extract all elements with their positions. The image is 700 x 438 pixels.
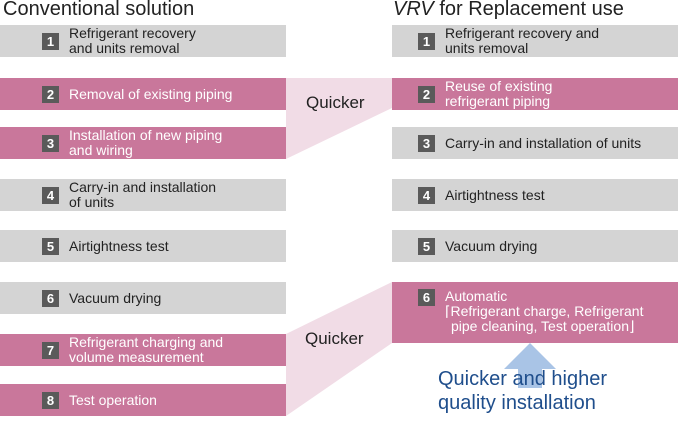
- heading-vrv: VRV: [393, 0, 434, 20]
- step-number-badge: 5: [418, 237, 435, 255]
- up-arrow-icon: [504, 343, 556, 388]
- step-number-badge: 4: [418, 186, 435, 204]
- step-label: Vacuum drying: [445, 237, 538, 254]
- step-number-badge: 3: [42, 134, 59, 152]
- left-step-2: 2 Removal of existing piping: [0, 78, 286, 110]
- left-step-5: 5 Airtightness test: [0, 230, 286, 262]
- left-step-6: 6 Vacuum drying: [0, 282, 286, 314]
- quicker-label-bottom: Quicker: [305, 329, 364, 348]
- step-number-badge: 6: [418, 289, 435, 306]
- step-label: Vacuum drying: [69, 289, 162, 306]
- step-number-badge: 2: [418, 85, 435, 103]
- bracket-open: ⌈: [445, 303, 451, 319]
- step-label: Carry-in and installation of units: [445, 134, 642, 151]
- step-number-badge: 4: [42, 186, 59, 204]
- step-number-badge: 5: [42, 237, 59, 255]
- step-number-badge: 7: [42, 341, 59, 359]
- quicker-funnel-bottom: [286, 282, 392, 416]
- quality-note-line1: Quicker and higher: [438, 368, 607, 390]
- step-number-badge: 6: [42, 289, 59, 307]
- quality-note-line2: quality installation: [438, 392, 596, 414]
- heading-vrv-rest: for Replacement use: [433, 0, 624, 20]
- step-label-line3: pipe cleaning, Test operation⌋: [451, 318, 635, 334]
- step-number-badge: 2: [42, 85, 59, 103]
- bracket-close: ⌋: [628, 318, 635, 334]
- step-label: Test operation: [69, 391, 157, 408]
- right-step-6: 6 Automatic ⌈Refrigerant charge, Refrige…: [392, 282, 678, 343]
- step-number-badge: 8: [42, 391, 59, 409]
- step-label: Airtightness test: [69, 237, 169, 254]
- step-label: Automatic ⌈Refrigerant charge, Refrigera…: [445, 289, 643, 334]
- quality-note: Quicker and higher quality installation: [438, 367, 607, 415]
- step-number-badge: 3: [418, 134, 435, 152]
- right-step-3: 3 Carry-in and installation of units: [392, 127, 678, 159]
- left-step-8: 8 Test operation: [0, 384, 286, 416]
- step-label-line1: Automatic: [445, 288, 508, 304]
- right-step-4: 4 Airtightness test: [392, 179, 678, 211]
- step-number-badge: 1: [42, 32, 59, 50]
- right-step-5: 5 Vacuum drying: [392, 230, 678, 262]
- step-label: Removal of existing piping: [69, 85, 233, 102]
- quicker-label-top: Quicker: [306, 93, 365, 112]
- step-label-line2: ⌈Refrigerant charge, Refrigerant: [445, 303, 644, 319]
- step-label: Airtightness test: [445, 186, 545, 203]
- heading-conventional: Conventional solution: [3, 0, 195, 20]
- step-number-badge: 1: [418, 32, 435, 50]
- heading-vrv-replacement: VRV for Replacement use: [393, 0, 624, 21]
- quicker-funnel-top: [286, 78, 392, 159]
